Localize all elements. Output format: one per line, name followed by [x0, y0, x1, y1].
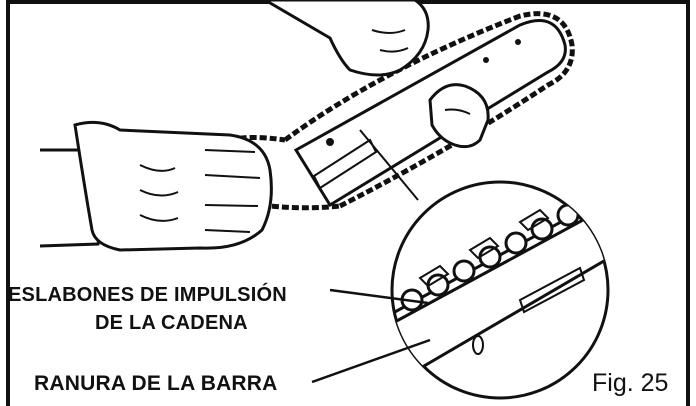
gloved-hand-top-icon	[262, 0, 430, 77]
magnifier-callout-icon	[390, 180, 610, 400]
bar-groove-leader	[311, 338, 431, 384]
drive-links-label-line1: ESLABONES DE IMPULSIÓN	[8, 284, 287, 306]
figure-number: Fig. 25	[592, 369, 669, 397]
callout-leader	[359, 129, 419, 201]
bar-groove-label: RANURA DE LA BARRA	[34, 372, 278, 395]
gloved-hand-left-icon	[39, 120, 273, 252]
drive-links-leader	[329, 288, 429, 305]
drive-links-label-line2: DE LA CADENA	[95, 312, 248, 334]
gloved-hand-right-icon	[428, 83, 490, 149]
